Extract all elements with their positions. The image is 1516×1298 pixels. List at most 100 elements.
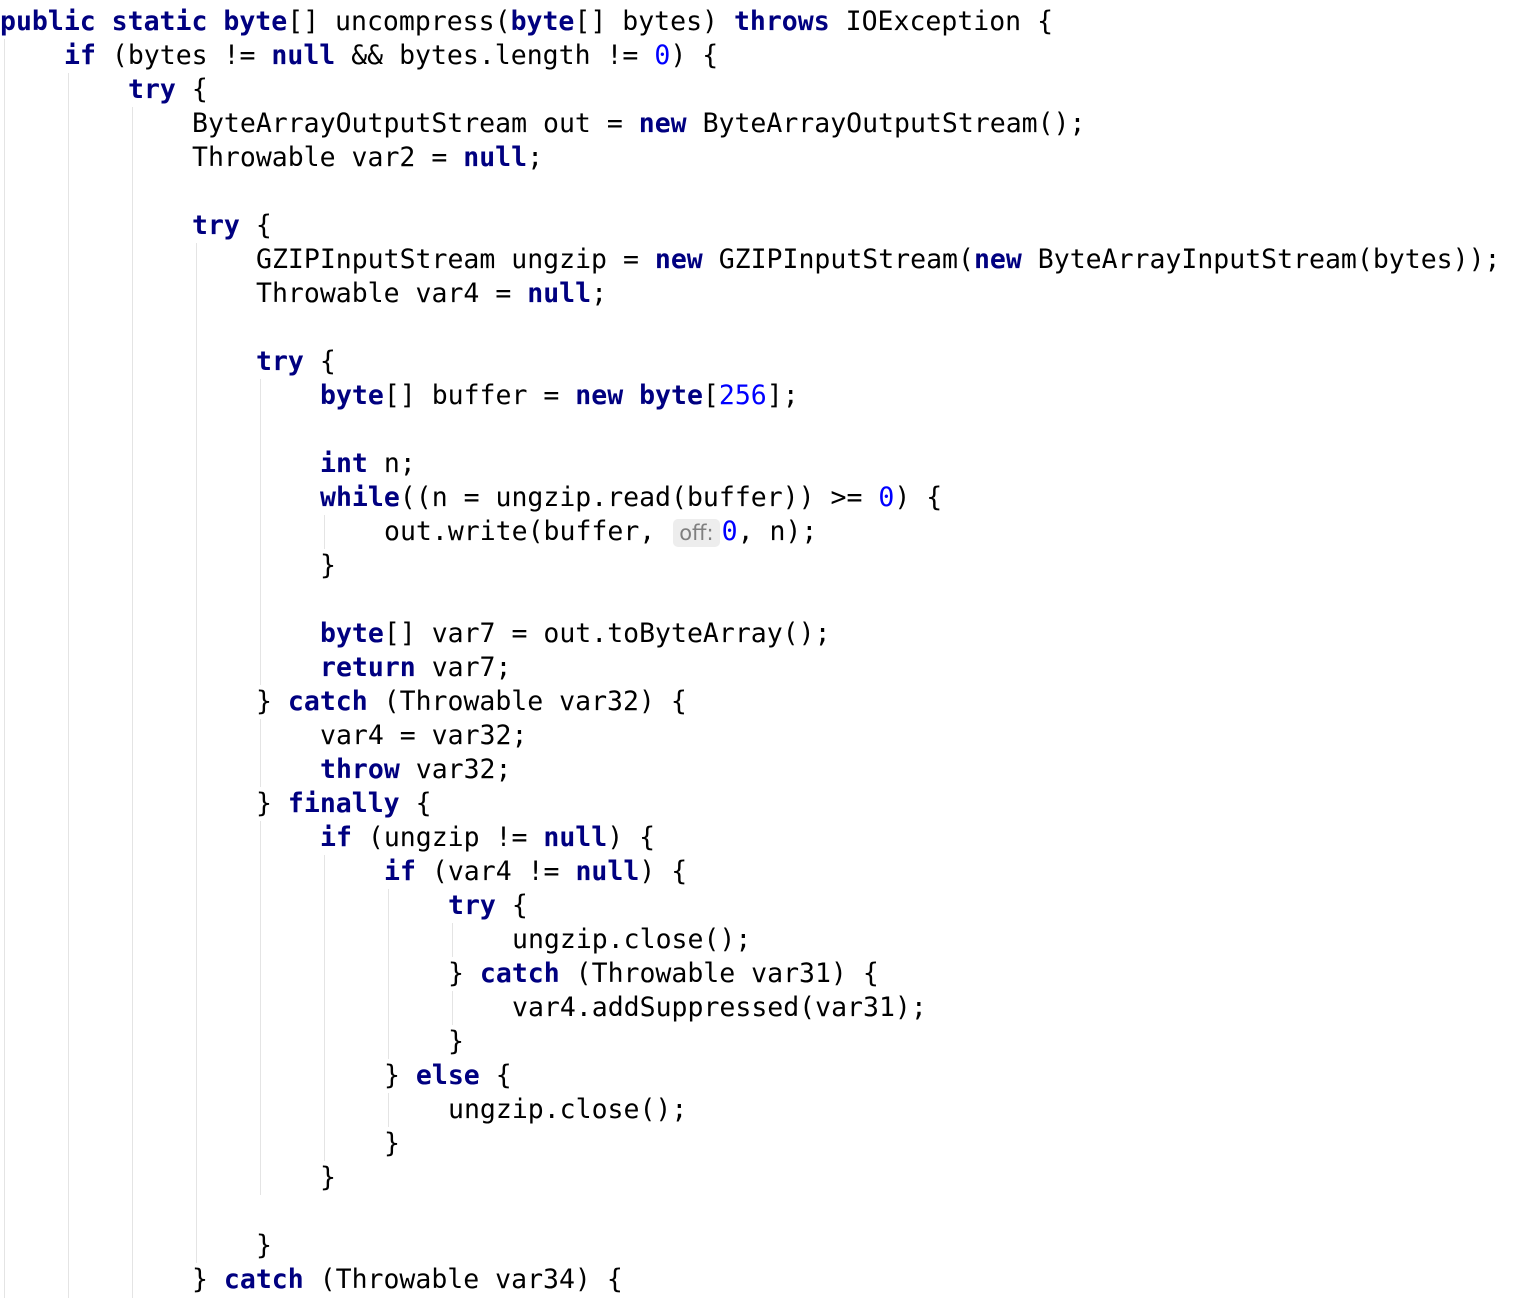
code-line[interactable]: } — [0, 1229, 272, 1263]
keyword-token: new byte — [575, 380, 703, 411]
code-token: } — [256, 686, 288, 717]
code-line[interactable]: } else { — [0, 1059, 512, 1093]
code-token: Throwable var4 = — [256, 278, 528, 309]
keyword-token: null — [575, 856, 640, 887]
code-line[interactable]: try { — [0, 889, 528, 923]
code-token: } — [384, 1060, 416, 1091]
code-line[interactable]: byte[] var7 = out.toByteArray(); — [0, 617, 831, 651]
keyword-token: catch — [223, 1264, 304, 1295]
code-token: out.write(buffer, — [384, 516, 672, 547]
keyword-token: byte — [320, 618, 384, 649]
code-line[interactable]: } — [0, 549, 336, 583]
indent-guide — [324, 855, 325, 1161]
indent-guide — [196, 243, 197, 1263]
indent-guide — [452, 991, 453, 1025]
number-literal: 0 — [721, 516, 738, 547]
code-token: (var4 != — [415, 856, 576, 887]
code-line[interactable]: } finally { — [0, 787, 432, 821]
number-literal: 0 — [654, 40, 671, 71]
keyword-token: null — [463, 142, 528, 173]
code-token: var32; — [399, 754, 512, 785]
keyword-token: if — [64, 40, 96, 71]
keyword-token: new — [654, 244, 703, 275]
indent-guide — [260, 379, 261, 685]
code-line[interactable]: } — [0, 1161, 336, 1195]
code-token: GZIPInputStream( — [702, 244, 974, 275]
code-token: var4 = var32; — [320, 720, 528, 751]
code-token: (Throwable var34) { — [303, 1264, 623, 1295]
code-line[interactable]: var4 = var32; — [0, 719, 527, 753]
code-line[interactable]: out.write(buffer, off:0, n); — [0, 515, 817, 549]
indent-guide — [260, 719, 261, 787]
code-token: var4.addSuppressed(var31); — [512, 992, 927, 1023]
keyword-token: if — [320, 822, 352, 853]
code-token: } — [320, 1162, 336, 1193]
code-token: { — [479, 1060, 512, 1091]
code-token: ; — [591, 278, 608, 309]
code-token: ByteArrayInputStream(bytes)); — [1021, 244, 1501, 275]
code-token: { — [239, 210, 272, 241]
code-line[interactable]: try { — [0, 73, 208, 107]
code-line[interactable]: byte[] buffer = new byte[256]; — [0, 379, 799, 413]
code-line[interactable]: } — [0, 1127, 400, 1161]
keyword-token: try — [256, 346, 304, 377]
indent-guide — [388, 1093, 389, 1127]
indent-guide — [260, 821, 261, 1195]
indent-guide — [388, 889, 389, 1059]
keyword-token: public static byte — [0, 6, 288, 37]
code-line[interactable]: Throwable var2 = null; — [0, 141, 543, 175]
code-line[interactable]: throw var32; — [0, 753, 511, 787]
keyword-token: finally — [287, 788, 400, 819]
code-line[interactable]: while((n = ungzip.read(buffer)) >= 0) { — [0, 481, 942, 515]
code-line[interactable]: try { — [0, 345, 336, 379]
code-token: { — [399, 788, 432, 819]
code-token: ) { — [894, 482, 943, 513]
number-literal: 256 — [718, 380, 767, 411]
keyword-token: else — [415, 1060, 480, 1091]
code-line[interactable]: var4.addSuppressed(var31); — [0, 991, 927, 1025]
keyword-token: byte — [320, 380, 384, 411]
keyword-token: throws — [733, 6, 830, 37]
code-line[interactable]: int n; — [0, 447, 416, 481]
code-token: Throwable var2 = — [192, 142, 464, 173]
code-token: ungzip.close(); — [512, 924, 752, 955]
indent-guide — [324, 515, 325, 549]
code-line[interactable]: } catch (Throwable var32) { — [0, 685, 687, 719]
code-token: (Throwable var31) { — [559, 958, 879, 989]
indent-guide — [4, 39, 5, 1298]
code-line[interactable]: public static byte[] uncompress(byte[] b… — [0, 5, 1053, 39]
code-token: { — [495, 890, 528, 921]
keyword-token: null — [543, 822, 608, 853]
code-token: } — [256, 788, 288, 819]
code-line[interactable]: GZIPInputStream ungzip = new GZIPInputSt… — [0, 243, 1500, 277]
keyword-token: while — [320, 482, 400, 513]
code-line[interactable]: if (var4 != null) { — [0, 855, 687, 889]
keyword-token: if — [384, 856, 416, 887]
keyword-token: throw — [320, 754, 400, 785]
code-token: n; — [367, 448, 416, 479]
code-token: ByteArrayOutputStream(); — [686, 108, 1086, 139]
parameter-hint: off: — [673, 519, 720, 547]
code-token: [] var7 = out.toByteArray(); — [383, 618, 831, 649]
code-line[interactable]: Throwable var4 = null; — [0, 277, 607, 311]
keyword-token: catch — [479, 958, 560, 989]
code-line[interactable]: } — [0, 1025, 464, 1059]
code-line[interactable]: return var7; — [0, 651, 511, 685]
code-line[interactable]: try { — [0, 209, 272, 243]
code-line[interactable]: ungzip.close(); — [0, 923, 751, 957]
code-line[interactable]: } catch (Throwable var31) { — [0, 957, 879, 991]
code-token: && bytes.length != — [335, 40, 655, 71]
code-token: } — [256, 1230, 272, 1261]
keyword-token: try — [128, 74, 176, 105]
code-line[interactable]: ungzip.close(); — [0, 1093, 687, 1127]
keyword-token: return — [320, 652, 416, 683]
code-line[interactable]: } catch (Throwable var34) { — [0, 1263, 623, 1297]
code-token: IOException { — [829, 6, 1054, 37]
code-line[interactable]: if (bytes != null && bytes.length != 0) … — [0, 39, 718, 73]
code-line[interactable]: ByteArrayOutputStream out = new ByteArra… — [0, 107, 1085, 141]
code-token: [] buffer = — [383, 380, 576, 411]
code-line[interactable]: if (ungzip != null) { — [0, 821, 655, 855]
code-token: ByteArrayOutputStream out = — [192, 108, 639, 139]
code-token: (Throwable var32) { — [367, 686, 687, 717]
